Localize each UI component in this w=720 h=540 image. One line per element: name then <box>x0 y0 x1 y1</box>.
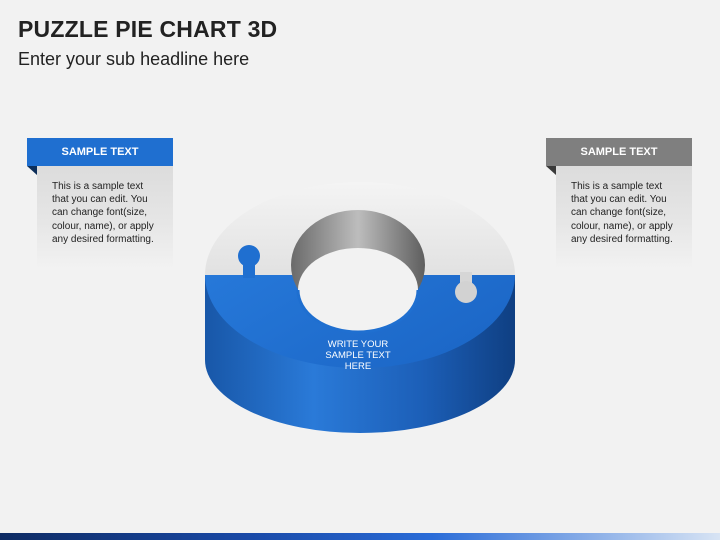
callout-left-heading[interactable]: SAMPLE TEXT <box>27 138 173 166</box>
page-subtitle: Enter your sub headline here <box>18 49 250 69</box>
footer-bar <box>0 533 720 540</box>
ring-hole-front-rim <box>296 289 420 334</box>
callout-right-line: This is a sample text <box>571 181 663 192</box>
callout-right: SAMPLE TEXT This is a sample text that y… <box>546 138 692 269</box>
callout-left-tab <box>27 166 37 175</box>
callout-left-line: that you can edit. You <box>52 194 148 206</box>
page-title: PUZZLE PIE CHART 3D <box>18 16 278 42</box>
ring-label-line: SAMPLE TEXT <box>325 350 390 361</box>
puzzle-knob-right-head <box>455 281 477 303</box>
callout-right-line: colour, name), or apply <box>571 220 673 232</box>
ring-label-line: HERE <box>345 361 371 372</box>
callout-right-line: that you can edit. You <box>571 194 667 206</box>
callout-left: SAMPLE TEXT This is a sample text that y… <box>27 138 173 269</box>
callout-right-line: any desired formatting. <box>571 233 673 245</box>
callout-left-body[interactable]: This is a sample text that you can edit.… <box>37 166 173 269</box>
ring-hole-floor <box>298 248 418 332</box>
ring-label-line: WRITE YOUR <box>328 339 389 350</box>
callout-left-line: colour, name), or apply <box>52 220 154 232</box>
callout-right-body[interactable]: This is a sample text that you can edit.… <box>556 166 692 269</box>
puzzle-knob-left-head <box>238 245 260 267</box>
callout-right-tab <box>546 166 556 175</box>
callout-left-line: can change font(size, <box>52 207 148 219</box>
callout-left-line: any desired formatting. <box>52 233 154 245</box>
callout-right-line: can change font(size, <box>571 207 667 219</box>
callout-left-line: This is a sample text <box>52 181 144 192</box>
callout-right-heading[interactable]: SAMPLE TEXT <box>546 138 692 166</box>
